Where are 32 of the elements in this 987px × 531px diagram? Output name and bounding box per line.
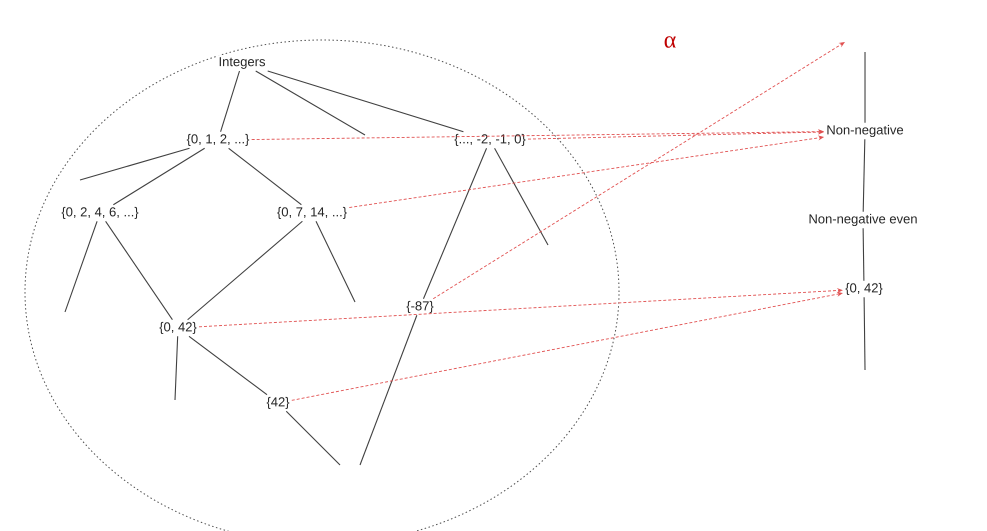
tree-line (360, 315, 418, 466)
set-label: {0, 2, 4, 6, ...} (59, 204, 141, 222)
tree-line (268, 70, 464, 132)
set-label: {0, 7, 14, ...} (274, 204, 350, 222)
tree-line (188, 336, 268, 396)
tree-line (64, 221, 98, 312)
tree-line (220, 70, 240, 132)
set-label: {42} (264, 394, 292, 412)
tree-line (862, 228, 864, 281)
set-label: Integers (216, 55, 268, 71)
tree-line (113, 148, 205, 206)
tree-line (316, 221, 356, 302)
set-label: {-87} (404, 298, 436, 316)
greek-letter: α (664, 36, 676, 48)
set-label: {0, 42} (157, 320, 199, 336)
tree-line (422, 148, 488, 299)
tree-line (228, 148, 302, 206)
lattice-label: Non-negative even (806, 212, 920, 228)
tree-line (105, 220, 173, 320)
set-label: {0, 1, 2, ...} (184, 132, 252, 148)
tree-line (174, 336, 178, 400)
tree-line (862, 139, 866, 212)
set-label: {..., -2, -1, 0} (452, 132, 528, 148)
tree-line (864, 297, 866, 370)
tree-line (187, 220, 303, 320)
lattice-label: {0, 42} (843, 280, 885, 298)
tree-line (80, 148, 190, 181)
tree-line (494, 148, 548, 246)
tree-line (255, 70, 366, 136)
tree-line (864, 52, 866, 123)
lattice-label: Non-negative (824, 122, 906, 140)
tree-line (286, 410, 340, 466)
